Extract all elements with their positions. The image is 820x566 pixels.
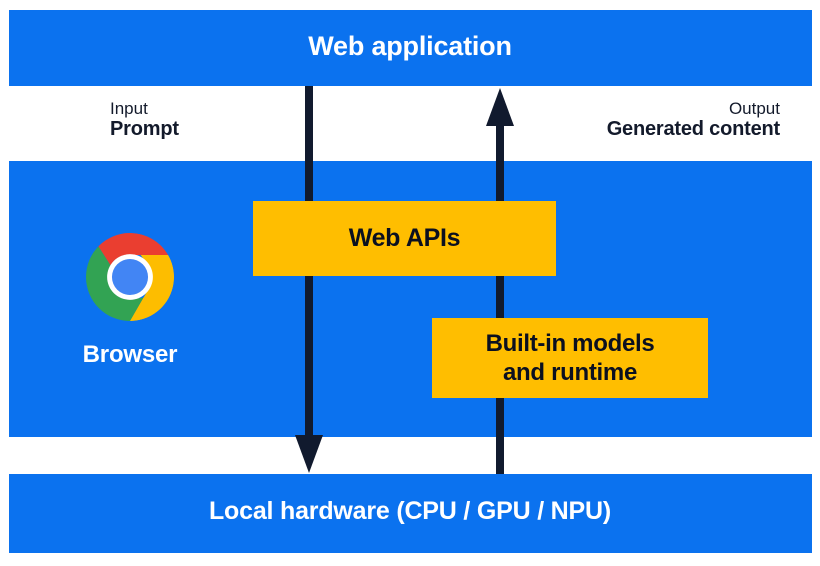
output-kind-text: Output <box>728 99 780 118</box>
web-apis-box[interactable]: Web APIs <box>253 201 556 276</box>
local-hardware-label: Local hardware (CPU / GPU / NPU) <box>208 497 611 525</box>
arrow-up-icon <box>486 88 514 474</box>
input-value-text: Prompt <box>110 118 179 141</box>
builtin-models-box[interactable]: Built-in models and runtime <box>432 318 708 398</box>
web-apis-label: Web APIs <box>348 224 461 252</box>
web-application-band <box>9 10 812 86</box>
input-flow-label: Input Prompt <box>110 99 179 140</box>
page-title: Web application <box>308 31 512 61</box>
chrome-logo-icon <box>86 233 174 321</box>
arrow-down-icon <box>295 86 323 473</box>
builtin-models-line2: and runtime <box>502 359 638 386</box>
builtin-models-label: Built-in models and runtime <box>486 329 655 388</box>
output-value-text: Generated content <box>606 118 781 141</box>
output-flow-label: Output Generated content <box>606 99 781 141</box>
browser-label: Browser <box>82 341 178 368</box>
input-kind-text: Input <box>110 99 148 118</box>
builtin-models-line1: Built-in models <box>485 329 655 357</box>
local-hardware-band <box>9 474 812 553</box>
